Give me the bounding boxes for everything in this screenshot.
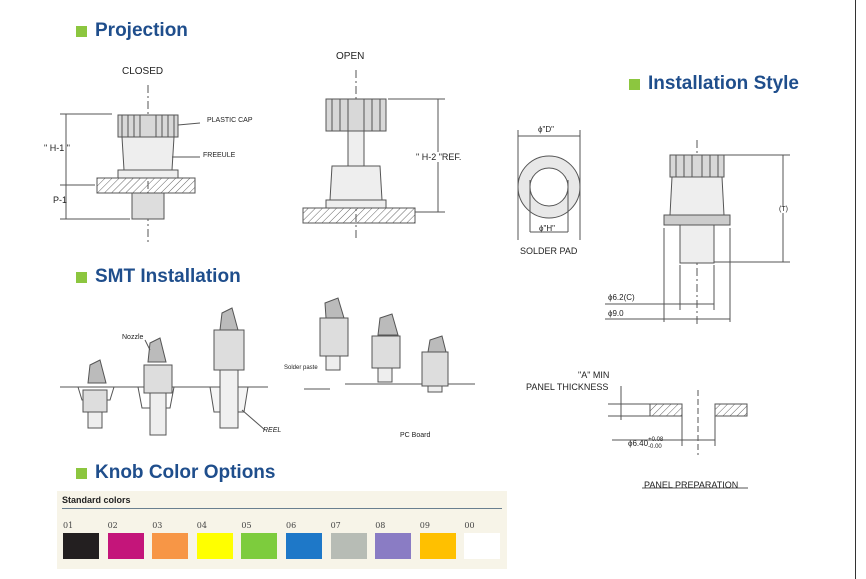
heading-projection-text: Projection (95, 20, 188, 41)
standard-colors-rule (62, 508, 502, 509)
label-open: OPEN (336, 51, 365, 62)
color-swatch-03 (152, 533, 189, 559)
open-fastener-drawing (302, 70, 445, 240)
bullet-square-icon (76, 25, 87, 37)
color-code-04: 04 (196, 521, 207, 530)
color-swatch-05 (241, 533, 278, 559)
page-right-border (855, 0, 856, 579)
color-code-02: 02 (107, 521, 118, 530)
label-phi-h: ϕ"H" (539, 224, 555, 233)
heading-smt-installation-text: SMT Installation (95, 266, 241, 287)
color-swatch-06 (286, 533, 322, 559)
heading-knob-color-options-text: Knob Color Options (95, 462, 276, 483)
label-solder-paste: Solder paste (284, 365, 318, 371)
label-plastic-cap: PLASTIC CAP (207, 117, 253, 124)
label-a-min: "A" MIN (578, 370, 610, 380)
label-pc-board: PC Board (400, 432, 431, 439)
color-code-07: 07 (330, 521, 341, 530)
label-phi-62: ϕ6.2(C) (608, 293, 635, 302)
heading-smt-installation: SMT Installation (76, 266, 241, 288)
label-phi-d: ϕ"D" (538, 125, 554, 134)
closed-fastener-drawing (60, 85, 201, 245)
heading-installation-style: Installation Style (629, 73, 799, 95)
standard-colors-title: Standard colors (62, 495, 131, 505)
color-swatch-09 (419, 533, 456, 559)
heading-installation-style-text: Installation Style (648, 73, 799, 94)
color-swatch-01 (63, 533, 99, 559)
color-swatch-08 (375, 533, 412, 559)
label-h2-ref: " H-2 "REF. (416, 152, 462, 162)
label-h1: " H-1 " (44, 143, 70, 153)
label-tol-minus: -0.00 (648, 444, 662, 450)
heading-projection: Projection (76, 20, 188, 42)
color-swatch-07 (330, 533, 367, 559)
panel-preparation-drawing (608, 386, 748, 489)
color-swatch-02 (107, 533, 144, 559)
smt-installation-drawing (60, 297, 475, 436)
bullet-square-icon (76, 271, 87, 283)
color-swatch-04 (196, 533, 233, 559)
label-t: (T) (779, 206, 788, 213)
color-code-08: 08 (375, 521, 386, 530)
color-code-01: 01 (63, 521, 74, 530)
standard-colors-panel: Standard colors 01 02 03 04 05 06 07 08 09 00 (57, 491, 507, 569)
label-nozzle: Nozzle (122, 334, 144, 341)
installation-style-drawing (605, 140, 790, 325)
label-hole-dimension: ϕ6.40+0.08-0.00 (628, 437, 663, 451)
color-code-03: 03 (152, 521, 163, 530)
label-phi-90: ϕ9.0 (608, 309, 624, 318)
label-hole-dim-value: ϕ6.40 (628, 439, 649, 449)
heading-knob-color-options: Knob Color Options (76, 462, 275, 484)
color-swatch-00 (464, 533, 501, 559)
label-panel-preparation: PANEL PREPARATION (644, 480, 739, 490)
bullet-square-icon (76, 467, 87, 479)
label-reel: REEL (263, 427, 282, 434)
label-p1: P-1 (53, 195, 68, 205)
label-tol-plus: +0.08 (648, 437, 664, 443)
bullet-square-icon (629, 78, 640, 90)
label-solder-pad: SOLDER PAD (520, 246, 578, 256)
color-code-09: 09 (419, 521, 430, 530)
label-ferrule: FREEULE (203, 152, 236, 159)
color-code-00: 00 (464, 521, 475, 530)
color-code-06: 06 (286, 521, 297, 530)
color-code-05: 05 (241, 521, 252, 530)
label-panel-thickness: PANEL THICKNESS (526, 382, 609, 392)
solder-pad-drawing (517, 130, 581, 240)
label-closed: CLOSED (122, 66, 164, 77)
